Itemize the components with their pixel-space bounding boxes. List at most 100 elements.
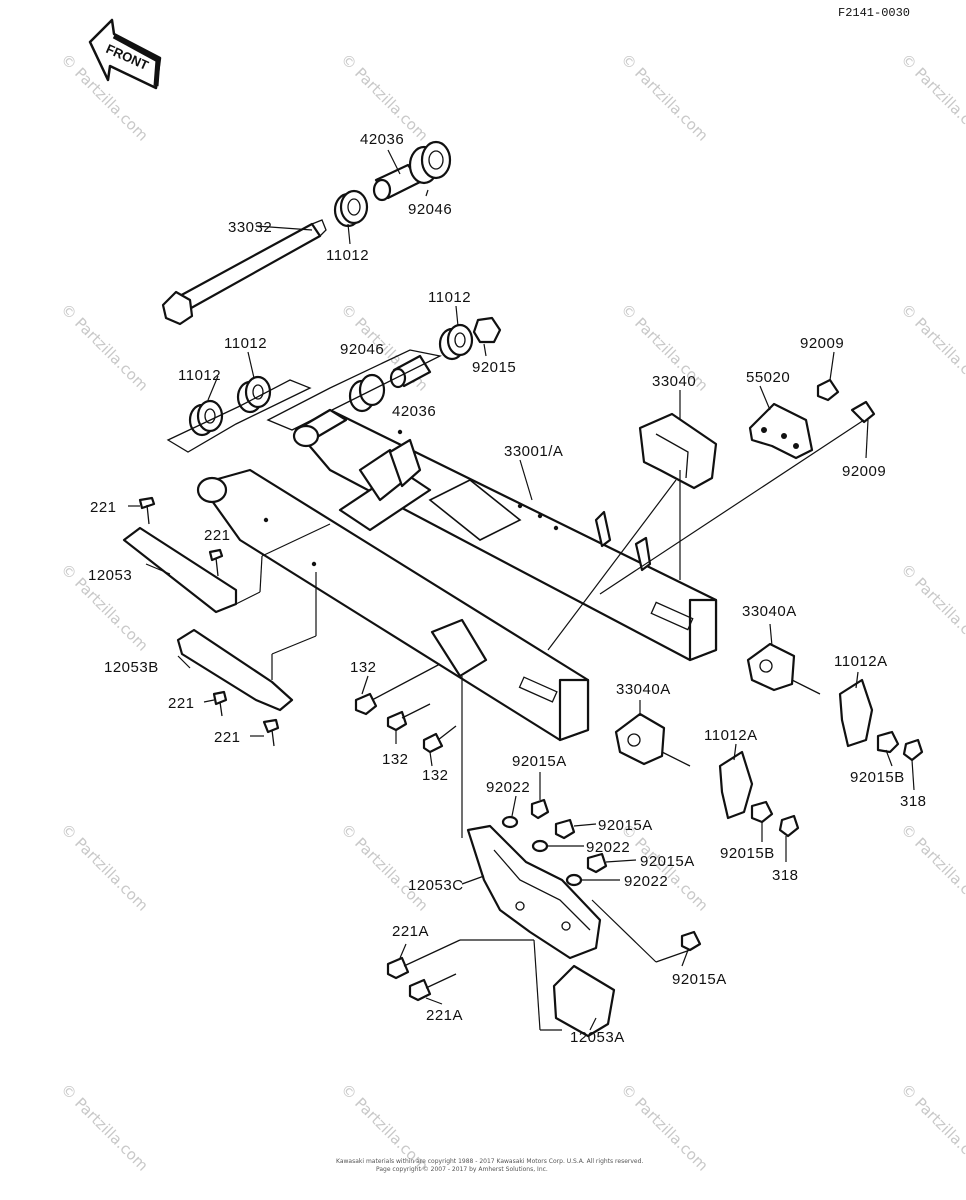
label-221-a: 221 bbox=[90, 499, 117, 516]
label-221-d: 221 bbox=[214, 729, 241, 746]
bearing-11012-top bbox=[333, 189, 369, 228]
watermark: © Partzilla.com bbox=[337, 820, 432, 915]
nut-92015A-b bbox=[554, 818, 576, 840]
label-33040A-mid: 33040A bbox=[616, 681, 671, 698]
label-132-a: 132 bbox=[350, 659, 377, 676]
leader-lines bbox=[128, 149, 915, 1031]
label-92015-mid: 92015 bbox=[472, 359, 516, 376]
front-arrow-icon: FRONT bbox=[88, 18, 162, 90]
nut-92015A-a bbox=[530, 798, 550, 820]
label-12053A: 12053A bbox=[570, 1029, 625, 1046]
label-92009-top: 92009 bbox=[800, 335, 844, 352]
watermark: © Partzilla.com bbox=[897, 300, 966, 395]
label-12053C: 12053C bbox=[408, 877, 464, 894]
screw-221-b bbox=[208, 548, 224, 577]
label-92046-top: 92046 bbox=[408, 201, 452, 218]
label-12053B: 12053B bbox=[104, 659, 159, 676]
screw-221-a bbox=[138, 496, 156, 525]
bearing-11012-left bbox=[188, 399, 224, 437]
slide-12053B bbox=[176, 628, 294, 712]
watermark: © Partzilla.com bbox=[57, 1080, 152, 1175]
bolt-132-a bbox=[354, 663, 441, 716]
label-33001A: 33001/A bbox=[504, 443, 563, 460]
bolt-132-b bbox=[386, 703, 431, 732]
bolt-221A-a bbox=[386, 939, 461, 980]
label-92015B-right: 92015B bbox=[850, 769, 905, 786]
watermark: © Partzilla.com bbox=[57, 300, 152, 395]
nut-92015B-right bbox=[876, 730, 900, 754]
bracket-55020 bbox=[748, 402, 814, 460]
washer-92022-a bbox=[501, 815, 519, 829]
label-11012-top: 11012 bbox=[326, 247, 369, 264]
adjuster-33040A-right bbox=[746, 642, 821, 695]
chain-guide-33040 bbox=[638, 412, 718, 490]
part-labels: 42036 92046 33032 11012 11012 92046 9201… bbox=[88, 131, 927, 1046]
bolt-92009-top bbox=[816, 378, 840, 402]
watermark: © Partzilla.com bbox=[617, 50, 712, 145]
label-11012-left: 11012 bbox=[178, 367, 221, 384]
label-92022-a: 92022 bbox=[486, 779, 530, 796]
label-11012-b: 11012 bbox=[428, 289, 471, 306]
diagram-code: F2141-0030 bbox=[838, 6, 910, 20]
nut-92015A-c bbox=[586, 852, 608, 874]
screw-221-d bbox=[262, 718, 280, 747]
label-11012-left-top: 11012 bbox=[224, 335, 267, 352]
chain-guide-12053C bbox=[466, 824, 602, 960]
label-221-b: 221 bbox=[204, 527, 231, 544]
label-221A-a: 221A bbox=[392, 923, 429, 940]
watermark-layer: © Partzilla.com © Partzilla.com © Partzi… bbox=[57, 50, 966, 1175]
label-318-right: 318 bbox=[900, 793, 927, 810]
nut-92015B-mid bbox=[750, 800, 774, 824]
bearing-11012-left-top bbox=[236, 375, 272, 414]
label-42036-top: 42036 bbox=[360, 131, 404, 148]
bearing-11012-mid bbox=[438, 323, 474, 361]
label-92046-mid: 92046 bbox=[340, 341, 384, 358]
adjuster-33040A-mid bbox=[614, 712, 691, 767]
swingarm-33001A bbox=[196, 408, 718, 742]
chain-slider-12053A bbox=[552, 964, 616, 1038]
label-92015A-c: 92015A bbox=[640, 853, 695, 870]
plate-11012A-mid bbox=[718, 750, 754, 820]
nut-318-right bbox=[902, 738, 924, 762]
watermark: © Partzilla.com bbox=[897, 820, 966, 915]
bolt-132-c bbox=[422, 725, 457, 754]
label-33040A-right: 33040A bbox=[742, 603, 797, 620]
sleeve-42036-mid bbox=[389, 354, 432, 389]
label-33040: 33040 bbox=[652, 373, 696, 390]
label-221A-b: 221A bbox=[426, 1007, 463, 1024]
watermark: © Partzilla.com bbox=[897, 1080, 966, 1175]
label-11012A-right: 11012A bbox=[834, 653, 888, 670]
label-92009-bottom: 92009 bbox=[842, 463, 886, 480]
label-92015A-top: 92015A bbox=[512, 753, 567, 770]
label-132-c: 132 bbox=[422, 767, 449, 784]
label-92015A-bottom: 92015A bbox=[672, 971, 727, 988]
footer-line-1: Kawasaki materials within are copyright … bbox=[336, 1158, 643, 1165]
label-92015B-mid: 92015B bbox=[720, 845, 775, 862]
label-92022-c: 92022 bbox=[624, 873, 668, 890]
bolt-221A-b bbox=[408, 973, 457, 1002]
label-92022-b: 92022 bbox=[586, 839, 630, 856]
label-55020: 55020 bbox=[746, 369, 790, 386]
nut-318-mid bbox=[778, 814, 800, 838]
footer-line-2: Page copyright © 2007 - 2017 by Amherst … bbox=[376, 1166, 548, 1173]
plate-11012A-right bbox=[838, 678, 874, 748]
nut-92015-mid bbox=[472, 316, 502, 344]
watermark: © Partzilla.com bbox=[57, 820, 152, 915]
nut-92015A-bottom bbox=[680, 930, 702, 952]
seal-92046-top bbox=[408, 140, 452, 185]
washer-92022-c bbox=[565, 873, 583, 887]
bolt-92009-right bbox=[850, 400, 876, 424]
label-92015A-b: 92015A bbox=[598, 817, 653, 834]
screw-221-c bbox=[212, 690, 228, 717]
label-11012A-mid: 11012A bbox=[704, 727, 758, 744]
label-221-c: 221 bbox=[168, 695, 195, 712]
label-33032: 33032 bbox=[228, 219, 272, 236]
slide-12053 bbox=[122, 526, 238, 614]
label-318-mid: 318 bbox=[772, 867, 799, 884]
washer-92022-b bbox=[531, 839, 549, 853]
label-42036-mid: 42036 bbox=[392, 403, 436, 420]
pivot-shaft bbox=[161, 219, 327, 326]
watermark: © Partzilla.com bbox=[897, 50, 966, 145]
watermark: © Partzilla.com bbox=[897, 560, 966, 655]
